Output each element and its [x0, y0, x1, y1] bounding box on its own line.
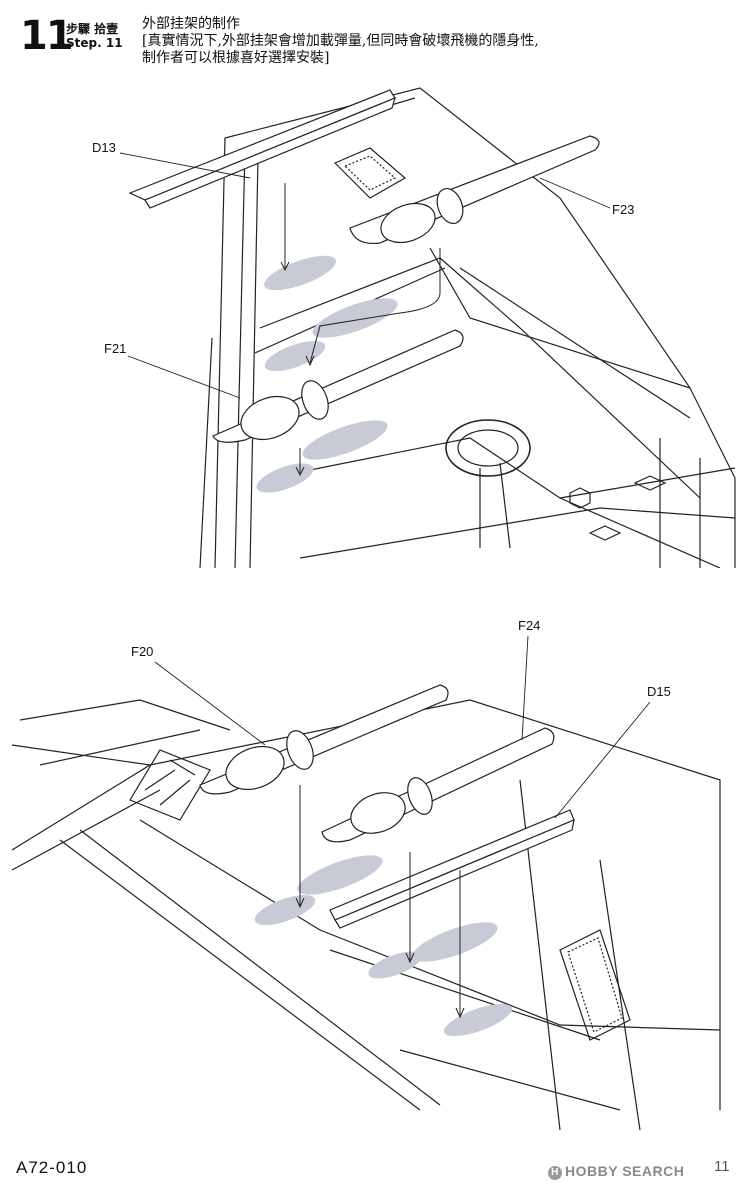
label-d13: D13: [92, 140, 116, 155]
part-f21: [212, 329, 464, 443]
part-f20: [199, 684, 449, 795]
step-note-line2: 制作者可以根據喜好選擇安裝]: [142, 50, 330, 66]
step-note-line1: [真實情況下,外部挂架會增加載彈量,但同時會破壞飛機的隱身性,: [142, 33, 539, 49]
product-code: A72-010: [16, 1158, 88, 1177]
lower-wing-diagram: F20 F24 D15: [11, 618, 721, 1131]
label-f24: F24: [518, 618, 540, 633]
hobby-search-logo-icon: H: [548, 1166, 562, 1180]
assembly-arrows: [280, 183, 441, 477]
label-d15: D15: [647, 684, 671, 699]
step-header: 11 步驟 拾壹 Step. 11 外部挂架的制作 [真實情況下,外部挂架會增加…: [20, 14, 620, 74]
part-d13: [128, 89, 396, 209]
step-instructions: 外部挂架的制作 [真實情況下,外部挂架會增加載彈量,但同時會破壞飛機的隱身性, …: [142, 16, 539, 67]
mounting-footprints: [256, 255, 398, 493]
part-f23: [349, 135, 600, 245]
step-labels: 步驟 拾壹 Step. 11: [66, 22, 123, 50]
step-title: 外部挂架的制作: [142, 16, 240, 32]
label-f20: F20: [131, 644, 153, 659]
wing-structure: [199, 87, 736, 568]
watermark-text: HOBBY SEARCH: [565, 1163, 685, 1179]
step-label-zh: 步驟 拾壹: [66, 22, 119, 36]
part-f24: [321, 727, 555, 843]
label-f23: F23: [612, 202, 634, 217]
step-label-en: Step. 11: [66, 36, 123, 50]
page-number: 11: [714, 1158, 730, 1175]
step-number: 11: [20, 13, 74, 59]
leader-lines-lower: [154, 635, 651, 819]
leader-lines: [119, 152, 611, 399]
upper-wing-diagram: D13 F23 F21: [92, 87, 736, 568]
assembly-arrows-lower: [295, 785, 465, 1019]
part-d15: [329, 809, 575, 929]
label-f21: F21: [104, 341, 126, 356]
